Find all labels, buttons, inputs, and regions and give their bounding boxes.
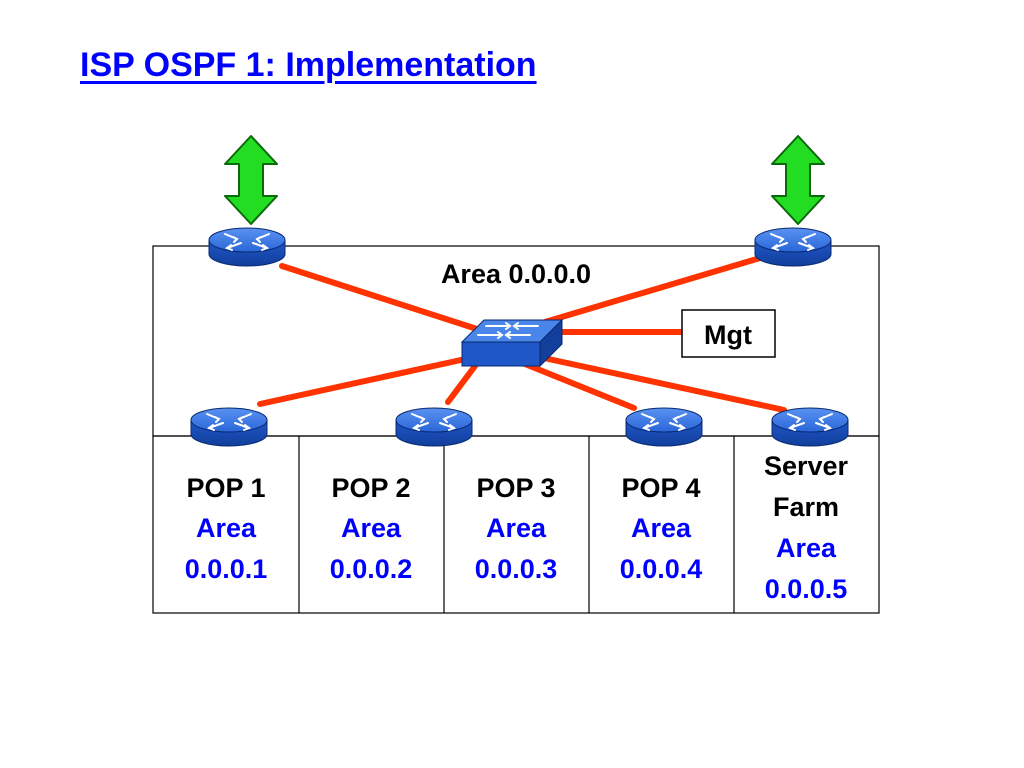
link-top-right: [542, 255, 763, 325]
backbone-area-label: Area 0.0.0.0: [441, 259, 591, 289]
pop3-name: POP 3: [476, 473, 555, 503]
router-icon[interactable]: [190, 407, 268, 447]
pop1-area-word: Area: [196, 513, 257, 543]
router-icon[interactable]: [395, 407, 473, 447]
mgt-label: Mgt: [704, 320, 752, 350]
pop4-area-id: 0.0.0.4: [620, 554, 703, 584]
link-pop1: [257, 355, 473, 407]
pop2-area-id: 0.0.0.2: [330, 554, 413, 584]
pop1-area-id: 0.0.0.1: [185, 554, 268, 584]
double-arrow-icon: [771, 135, 825, 225]
server-farm-name-line2: Farm: [773, 492, 839, 522]
server-farm-area-id: 0.0.0.5: [765, 574, 848, 604]
pop3-area-id: 0.0.0.3: [475, 554, 558, 584]
pop-areas-frame: [152, 435, 880, 614]
pop4-area-word: Area: [631, 513, 692, 543]
router-icon[interactable]: [208, 227, 286, 267]
switch-icon[interactable]: [460, 318, 564, 368]
pop2-name: POP 2: [331, 473, 410, 503]
mgt-box[interactable]: [681, 309, 776, 358]
router-icon[interactable]: [754, 227, 832, 267]
link-pop2: [445, 359, 481, 405]
pop3-area-word: Area: [486, 513, 547, 543]
server-farm-name-line1: Server: [764, 451, 849, 481]
slide-title: ISP OSPF 1: Implementation: [80, 46, 537, 84]
double-arrow-icon: [224, 135, 278, 225]
link-top-left: [279, 263, 483, 333]
link-server-farm: [527, 352, 787, 413]
link-pop3: [517, 359, 637, 411]
router-icon[interactable]: [625, 407, 703, 447]
server-farm-area-word: Area: [776, 533, 837, 563]
pop4-name: POP 4: [621, 473, 700, 503]
pop1-name: POP 1: [186, 473, 265, 503]
pop2-area-word: Area: [341, 513, 402, 543]
router-icon[interactable]: [771, 407, 849, 447]
